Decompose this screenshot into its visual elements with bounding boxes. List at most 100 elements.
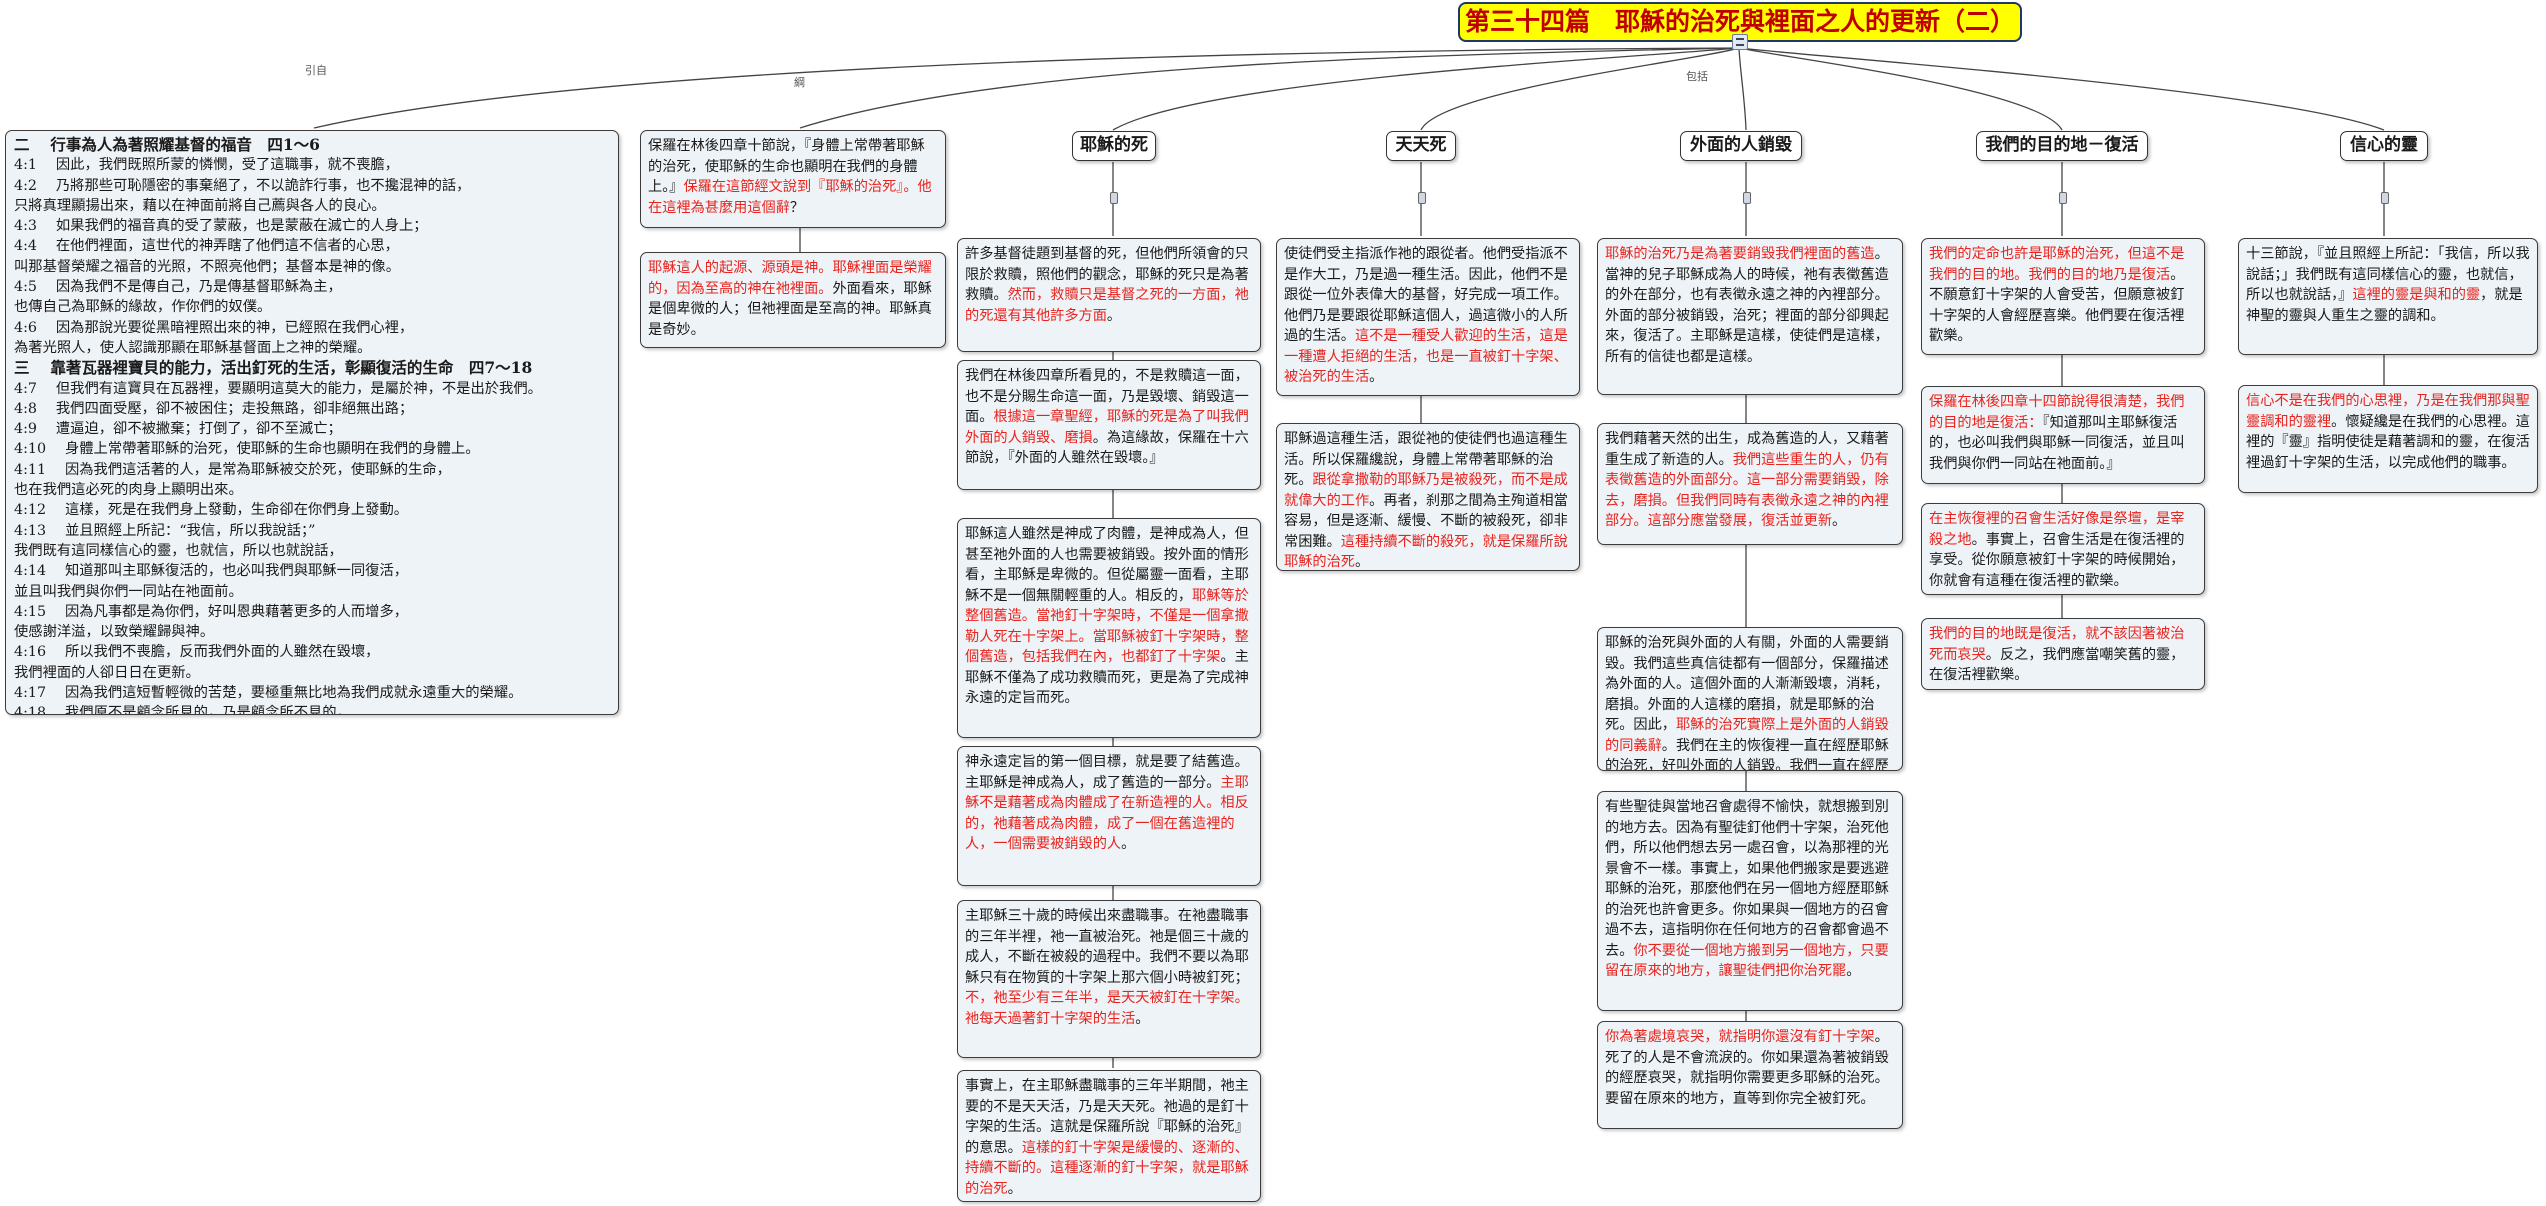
highlight-text: 信心不是在我們的心思裡，乃是在我們那與聖靈調和的靈裡 [2246,393,2530,430]
scripture-line: 4:3 如果我們的福音真的受了蒙蔽，也是蒙蔽在滅亡的人身上； [14,218,428,235]
note-text: 。當神的兒子耶穌成為人的時候，祂有表徵舊造的外在部分，也有表徵永遠之神的內裡部分… [1605,246,1889,365]
highlight-text: 你為著處境哀哭，就指明你還沒有釘十字架 [1605,1029,1875,1045]
branch-handle-icon [1743,192,1751,204]
scripture-line: 為著光照人，使人認識那顯在耶穌基督面上之神的榮耀。 [14,339,372,356]
note-text: 。不願意釘十字架的人會受苦，但願意被釘十字架的人會經歷喜樂。他們要在復活裡歡樂。 [1929,266,2185,345]
note-text: 。 [1135,1010,1150,1027]
highlight-text: 耶穌這人的起源、源頭是神。耶穌裡面是榮耀的，因為至高的神在祂裡面。 [648,260,932,297]
note-box-jesus-death-2[interactable]: 我們在林後四章所看見的，不是救贖這一面，也不是分賜生命這一面，乃是毀壞、銷毀這一… [957,360,1261,490]
topic-header-daily-death[interactable]: 天天死 [1386,131,1456,161]
highlight-text: 根據這一章聖經，耶穌的死是為了叫我們外面的人銷毀、磨損 [965,409,1249,446]
branch-handle-icon [1110,192,1118,204]
note-box-jesus-death-6[interactable]: 事實上，在主耶穌盡職事的三年半期間，祂主要的不是天天活，乃是天天死。祂過的是釘十… [957,1070,1261,1202]
scripture-line: 4:12 這樣，死是在我們身上發動，生命卻在你們身上發動。 [14,502,409,519]
branch-handle-icon [2381,192,2389,204]
note-text: 主耶穌三十歲的時候出來盡職事。在祂盡職事的三年半裡，祂一直被治死。祂是個三十歲的… [965,908,1249,986]
connector-label-cited: 引自 [305,64,327,77]
scripture-line: 4:2 乃將那些可恥隱密的事棄絕了，不以詭詐行事，也不攙混神的話， [14,177,471,194]
note-text: 使徒們受主指派作祂的跟從者。他們受指派不是作大工，乃是過一種生活。因此，他們不是… [1284,246,1568,344]
note-box-daily-death-2[interactable]: 耶穌過這種生活，跟從祂的使徒們也過這種生活。所以保羅纔說，身體上常帶著耶穌的治死… [1276,423,1580,571]
note-box-outer-man-2[interactable]: 我們藉著天然的出生，成為舊造的人，又藉著重生成了新造的人。我們這些重生的人，仍有… [1597,423,1903,545]
scripture-heading: 二 行事為人為著照耀基督的福音 四1～6 [14,135,320,154]
highlight-text: 耶穌等於整個舊造。當祂釘十字架時，不僅是一個拿撒勒人死在十字架上。當耶穌被釘十字… [965,587,1249,666]
note-box-outer-man-4[interactable]: 有些聖徒與當地召會處得不愉快，就想搬到別的地方去。因為有聖徒釘他們十字架，治死他… [1597,791,1903,1011]
note-text: 我們在林後四章所看見的，不是救贖這一面，也不是分賜生命這一面，乃是毀壞、銷毀這一… [965,368,1249,425]
highlight-text: 不，祂至少有三年半，是天天被釘在十字架。祂每天過著釘十字架的生活 [965,990,1249,1027]
note-text: 保羅在林後四章十節說，『身體上常帶著耶穌的治死，使耶穌的生命也顯明在我們的身體上… [648,138,925,195]
highlight-text: 我們的目的地既是復活，就不該因著被治死而哀哭 [1929,626,2185,663]
scripture-line: 只將真理顯揚出來，藉以在神面前將自己薦與各人的良心。 [14,197,386,214]
note-text: 。死了的人是不會流淚的。你如果還為著被銷毀的經歷哀哭，就指明你需要更多耶穌的治死… [1605,1029,1889,1107]
highlight-text: 這樣的釘十字架是緩慢的、逐漸的、持續不斷的。這種逐漸的釘十字架，就是耶穌的治死 [965,1139,1249,1197]
note-box-daily-death-1[interactable]: 使徒們受主指派作祂的跟從者。他們受指派不是作大工，乃是過一種生活。因此，他們不是… [1276,238,1580,396]
topic-header-spirit-of-faith[interactable]: 信心的靈 [2340,131,2428,161]
scripture-line: 4:14 知道那叫主耶穌復活的，也必叫我們與耶穌一同復活， [14,563,409,580]
note-text: 耶穌這人雖然是神成了肉體，是神成為人，但甚至祂外面的人也需要被銷毀。按外面的情形… [965,526,1249,604]
outline-box-2[interactable]: 耶穌這人的起源、源頭是神。耶穌裡面是榮耀的，因為至高的神在祂裡面。外面看來，耶穌… [640,252,946,348]
note-text: 。懷疑纔是在我們的心思裡。這裡的『靈』指明使徒是藉著調和的靈，在復活裡過釘十字架… [2246,413,2530,471]
collapse-toggle-icon[interactable] [1732,34,1748,50]
note-box-outer-man-1[interactable]: 耶穌的治死乃是為著要銷毀我們裡面的舊造。當神的兒子耶穌成為人的時候，祂有表徵舊造… [1597,238,1903,395]
scripture-line: 4:6 因為那說光要從黑暗裡照出來的神，已經照在我們心裡， [14,319,414,336]
scripture-line: 4:7 但我們有這寶貝在瓦器裡，要顯明這莫大的能力，是屬於神，不是出於我們。 [14,380,542,397]
note-text: 耶穌過這種生活，跟從祂的使徒們也過這種生活。所以保羅纔說，身體上常帶著耶穌的治死… [1284,431,1568,488]
scripture-heading: 三 靠著瓦器裡寶貝的能力，活出釘死的生活，彰顯復活的生命 四7～18 [14,358,533,378]
note-text: 。為這緣故，保羅在十六節說，『外面的人雖然在毀壞。』 [965,429,1249,467]
note-box-destination-1[interactable]: 我們的定命也許是耶穌的治死，但這不是我們的目的地。我們的目的地乃是復活。不願意釘… [1921,238,2205,355]
scripture-line: 4:17 因為我們這短暫輕微的苦楚，要極重無比地為我們成就永遠重大的榮耀。 [14,685,523,702]
highlight-text: 耶穌的治死實際上是外面的人銷毀的同義辭 [1605,717,1889,754]
note-text: 神永遠定旨的第一個目標，就是要了結舊造。主耶穌是神成為人，成了舊造的一部分。 [965,754,1249,791]
note-box-spirit-of-faith-1[interactable]: 十三節說，『並且照經上所記：「我信，所以我說話；」我們既有這同樣信心的靈，也就信… [2238,238,2538,355]
connector-label-includes: 包括 [1686,70,1708,83]
topic-header-jesus-death[interactable]: 耶穌的死 [1072,131,1156,161]
note-box-destination-2[interactable]: 保羅在林後四章十四節說得很清楚，我們的目的地是復活：『知道那叫主耶穌復活的，也必… [1921,386,2205,484]
scripture-line: 我們既有這同樣信心的靈，也就信，所以也就說話， [14,542,343,559]
topic-header-outer-man[interactable]: 外面的人銷毀 [1680,131,1802,161]
note-text: 。我們在主的恢復裡一直在經歷耶穌的治死，好叫外面的人銷毀。我們一直在經歷殺死的過… [1605,737,1889,771]
note-text: ？ [789,199,805,216]
note-box-jesus-death-3[interactable]: 耶穌這人雖然是神成了肉體，是神成為人，但甚至祂外面的人也需要被銷毀。按外面的情形… [957,518,1261,738]
highlight-text: 然而，救贖只是基督之死的一方面，祂的死還有其他許多方面 [965,287,1249,324]
scripture-line: 4:16 所以我們不喪膽，反而我們外面的人雖然在毀壞， [14,644,380,661]
scripture-line: 4:13 並且照經上所記：“我信，所以我說話；” [14,522,316,539]
branch-handle-icon [2059,192,2067,204]
note-box-outer-man-5[interactable]: 你為著處境哀哭，就指明你還沒有釘十字架。死了的人是不會流淚的。你如果還為著被銷毀… [1597,1021,1903,1129]
scripture-line: 叫那基督榮耀之福音的光照，不照亮他們；基督本是神的像。 [14,258,401,275]
branch-handle-icon [1418,192,1426,204]
note-box-jesus-death-5[interactable]: 主耶穌三十歲的時候出來盡職事。在祂盡職事的三年半裡，祂一直被治死。祂是個三十歲的… [957,900,1261,1058]
highlight-text: 保羅在這節經文說到『耶穌的治死』。他在這裡為甚麼用這個辭 [648,179,932,216]
note-text: 外面看來，耶穌是個卑微的人；但祂裡面是至高的神。耶穌真是奇妙。 [648,280,932,338]
scripture-line: 並且叫我們與你們一同站在祂面前。 [14,583,243,600]
scripture-line: 我們裡面的人卻日日在更新。 [14,664,200,681]
note-text: 。 [1846,963,1861,979]
note-text: 『知道那叫主耶穌復活的，也必叫我們與耶穌一同復活，並且叫我們與你們一同站在祂面前… [1929,414,2185,472]
note-text: 有些聖徒與當地召會處得不愉快，就想搬到別的地方去。因為有聖徒釘他們十字架，治死他… [1605,799,1889,959]
note-text: 。主耶穌不僅為了成功救贖而死，更是為了完成神永遠的定旨而死。 [965,649,1249,706]
note-box-spirit-of-faith-2[interactable]: 信心不是在我們的心思裡，乃是在我們那與聖靈調和的靈裡。懷疑纔是在我們的心思裡。這… [2238,385,2538,493]
note-box-outer-man-3[interactable]: 耶穌的治死與外面的人有關，外面的人需要銷毀。我們這些真信徒都有一個部分，保羅描述… [1597,627,1903,771]
highlight-text: 保羅在林後四章十四節說得很清楚，我們的目的地是復活： [1929,394,2185,431]
highlight-text: 你不要從一個地方搬到另一個地方，只要留在原來的地方，讓聖徒們把你治死罷 [1605,942,1889,980]
note-text: 。 [1832,513,1847,529]
note-text: 我們藉著天然的出生，成為舊造的人，又藉著重生成了新造的人。 [1605,431,1889,468]
topic-header-destination-resurrection[interactable]: 我們的目的地－復活 [1976,131,2148,161]
scripture-line: 4:8 我們四面受壓，卻不被困住；走投無路，卻非絕無出路； [14,400,414,417]
scripture-line: 也在我們這必死的肉身上顯明出來。 [14,482,243,499]
note-box-destination-3[interactable]: 在主恢復裡的召會生活好像是祭壇，是宰殺之地。事實上，召會生活是在復活裡的享受。從… [1921,503,2205,595]
note-box-jesus-death-4[interactable]: 神永遠定旨的第一個目標，就是要了結舊造。主耶穌是神成為人，成了舊造的一部分。主耶… [957,746,1261,886]
scripture-line: 4:10 身體上常帶著耶穌的治死，使耶穌的生命也顯明在我們的身體上。 [14,441,480,458]
connector-label-outline: 綱 [794,76,805,89]
highlight-text: 這裡的靈是與和的靈 [2352,287,2481,303]
note-text: 。事實上，召會生活是在復活裡的享受。從你願意被釘十字架的時候開始，你就會有這種在… [1929,531,2185,589]
outline-box-1[interactable]: 保羅在林後四章十節說，『身體上常帶著耶穌的治死，使耶穌的生命也顯明在我們的身體上… [640,130,946,228]
scripture-line: 4:18 我們原不是顧念所見的，乃是顧念所不見的， [14,705,351,715]
highlight-text: 這不是一種受人歡迎的生活，這是一種遭人拒絕的生活，也是一直被釘十字架、被治死的生… [1284,328,1568,385]
note-box-destination-4[interactable]: 我們的目的地既是復活，就不該因著被治死而哀哭。反之，我們應當嘲笑舊的靈，在復活裡… [1921,618,2205,690]
scripture-line: 4:15 因為凡事都是為你們，好叫恩典藉著更多的人而增多， [14,603,409,620]
note-text: 。 [1007,1180,1022,1197]
highlight-text: 這種持續不斷的殺死，就是保羅所說耶穌的治死 [1284,533,1568,571]
note-box-jesus-death-1[interactable]: 許多基督徒題到基督的死，但他們所領會的只限於救贖，照他們的觀念，耶穌的死只是為著… [957,238,1261,352]
scripture-line: 也傳自己為耶穌的緣故，作你們的奴僕。 [14,299,272,316]
note-text: 耶穌的治死與外面的人有關，外面的人需要銷毀。我們這些真信徒都有一個部分，保羅描述… [1605,635,1889,733]
